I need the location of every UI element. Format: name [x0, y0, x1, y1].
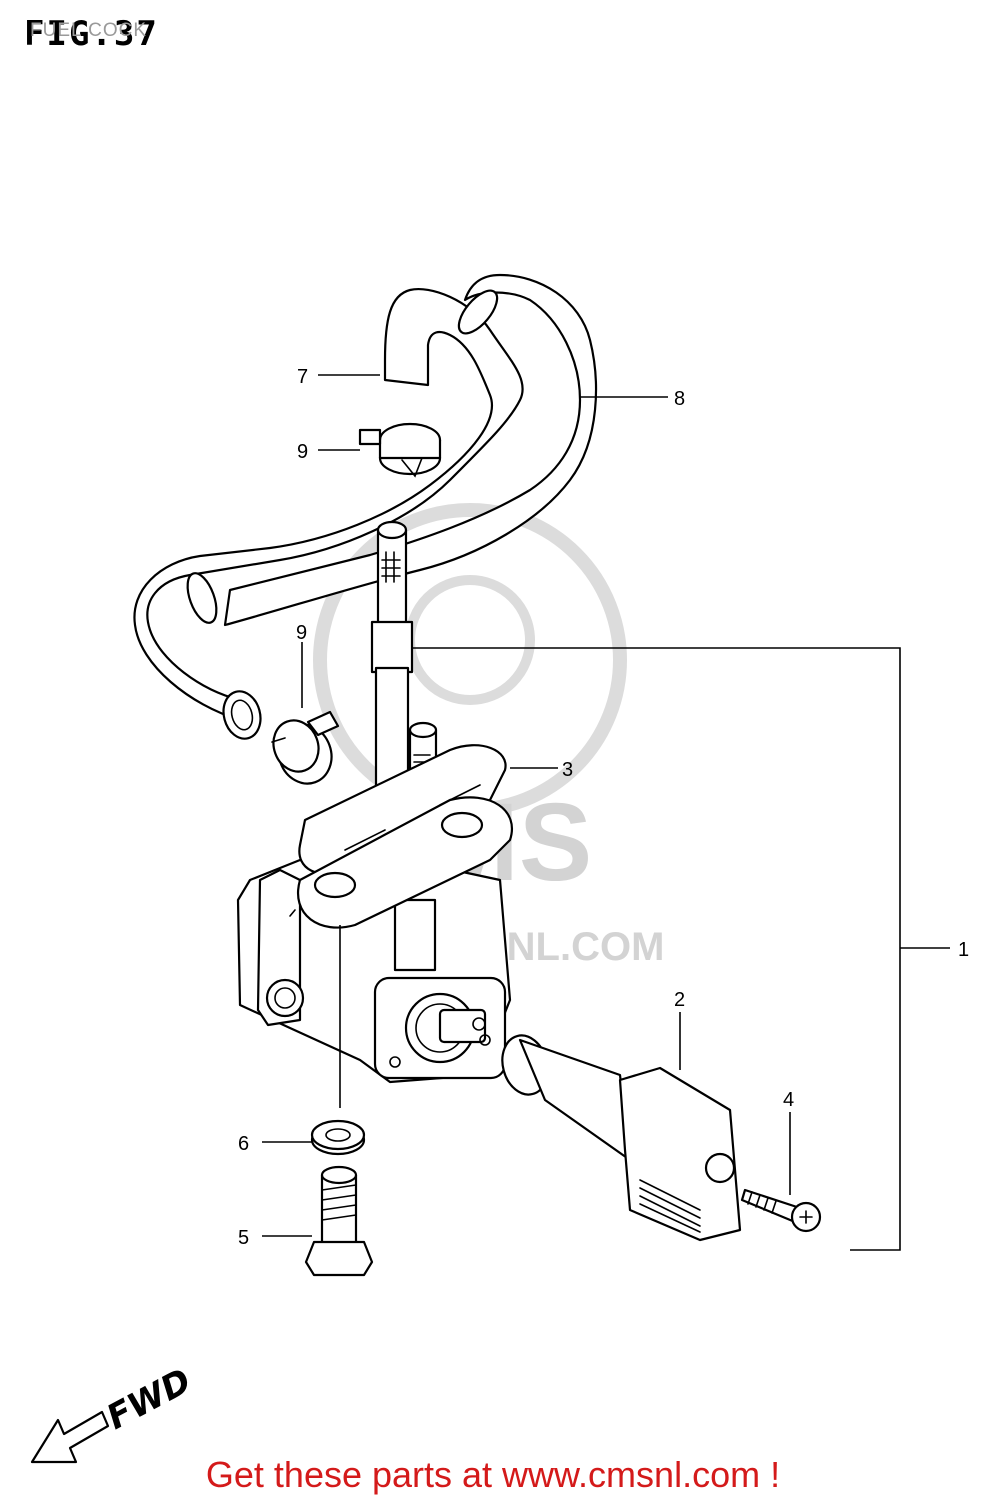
- callout-2: 2: [674, 989, 685, 1011]
- fuel-hose-part-8[interactable]: [133, 273, 598, 743]
- footer-parts-link[interactable]: Get these parts at www.cmsnl.com !: [205, 1454, 781, 1495]
- callout-7: 7: [297, 366, 308, 388]
- figure-subtitle: FUEL COCK: [30, 20, 148, 41]
- forward-direction-indicator: FWD: [30, 1361, 198, 1464]
- callout-8: 8: [674, 388, 685, 410]
- leader-lines: [262, 374, 950, 1251]
- fwd-label: FWD: [100, 1361, 197, 1438]
- callout-9-upper: 9: [297, 441, 308, 463]
- callout-5: 5: [238, 1227, 249, 1249]
- callout-3: 3: [562, 759, 573, 781]
- figure-title: FIG.37: [24, 14, 159, 54]
- washer-part-6[interactable]: [310, 1119, 366, 1156]
- screw-part-4[interactable]: [740, 1188, 822, 1233]
- bolt-part-5[interactable]: [304, 1165, 374, 1277]
- callout-9-lower: 9: [296, 622, 307, 644]
- callout-4: 4: [783, 1089, 794, 1111]
- callout-1: 1: [958, 939, 969, 961]
- lever-part-2[interactable]: [496, 1030, 742, 1242]
- arrow-left-icon: [30, 1410, 110, 1464]
- hose-clamp-part-9-upper[interactable]: [358, 422, 442, 478]
- callout-6: 6: [238, 1133, 249, 1155]
- hose-clamp-part-9-lower[interactable]: [266, 710, 340, 791]
- gasket-part-3[interactable]: [297, 744, 513, 929]
